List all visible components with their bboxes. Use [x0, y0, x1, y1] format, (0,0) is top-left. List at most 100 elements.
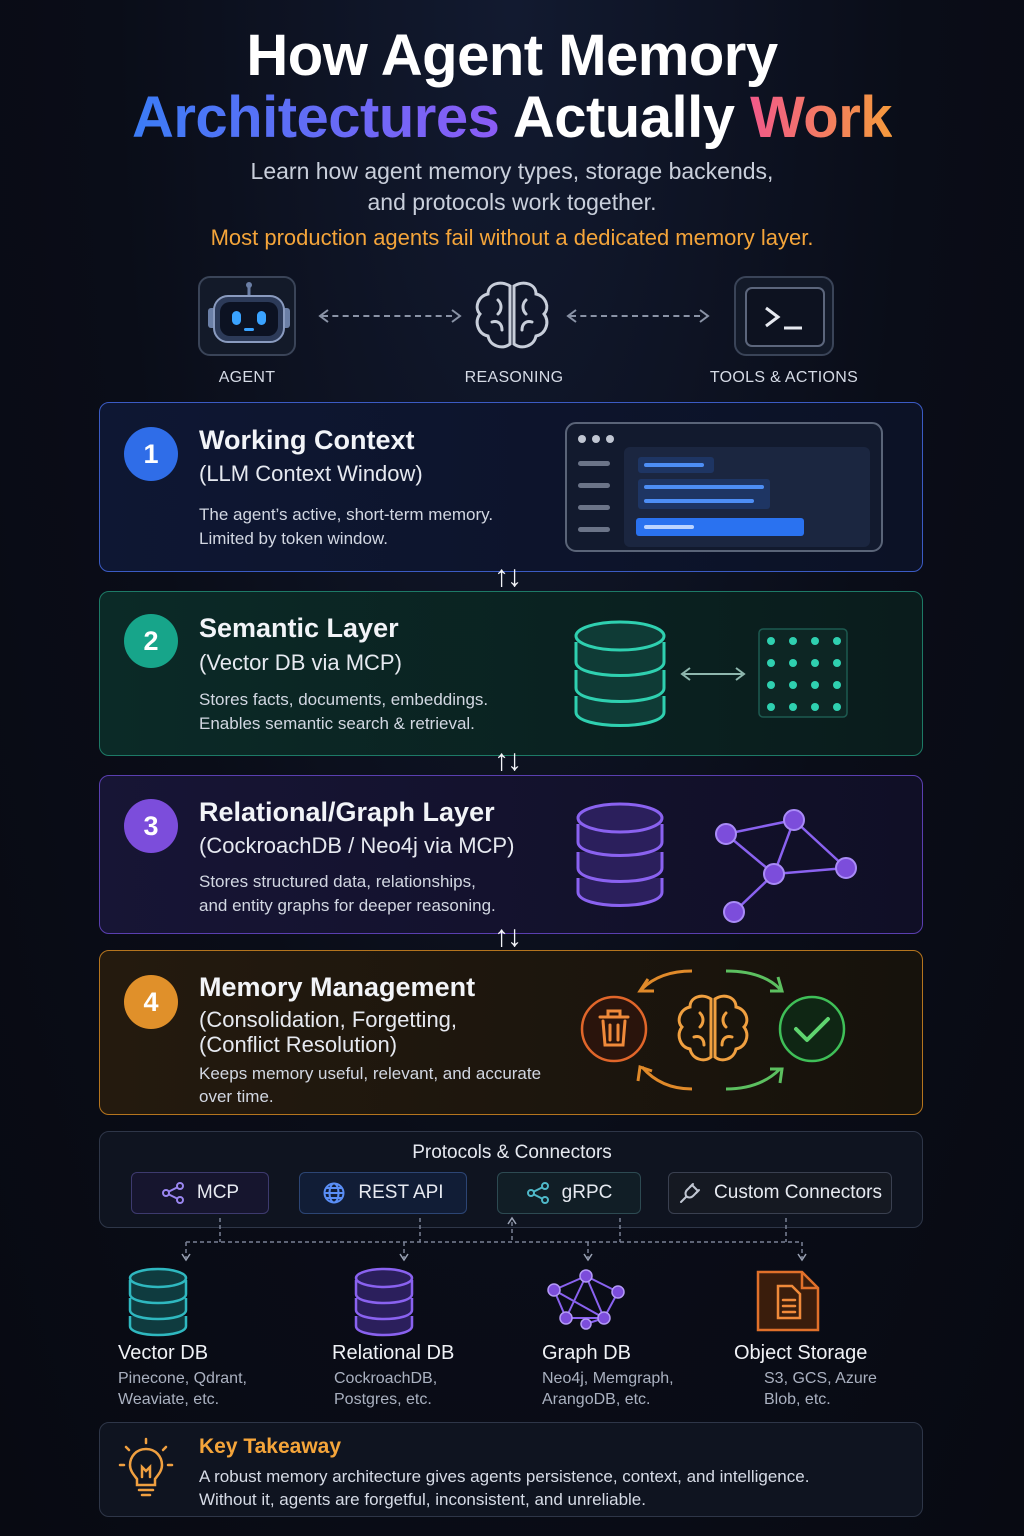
- context-window-icon: [565, 422, 883, 552]
- key-takeaway-panel: Key Takeaway A robust memory architectur…: [99, 1422, 923, 1517]
- share-icon: [161, 1182, 184, 1204]
- layer-subtitle: (Consolidation, Forgetting, (Conflict Re…: [199, 1007, 457, 1057]
- layer-title: Semantic Layer: [199, 613, 399, 643]
- layer-description-line2: over time.: [199, 1087, 274, 1106]
- layer-number-badge: 4: [124, 975, 178, 1029]
- lightbulb-icon: [118, 1437, 174, 1497]
- takeaway-line1: A robust memory architecture gives agent…: [199, 1467, 810, 1486]
- storage-examples-line2: ArangoDB, etc.: [542, 1391, 651, 1408]
- protocols-panel: Protocols & Connectors MCP REST API gRPC…: [99, 1131, 923, 1228]
- layer-description-line2: and entity graphs for deeper reasoning.: [199, 896, 496, 915]
- title-word-work: Work: [750, 85, 893, 150]
- layer-description-line1: Keeps memory useful, relevant, and accur…: [199, 1064, 542, 1083]
- layer-card-semantic: 2 Semantic Layer (Vector DB via MCP) Sto…: [99, 591, 923, 756]
- protocol-label: gRPC: [561, 1182, 613, 1203]
- database-icon: [128, 1267, 188, 1337]
- share-icon: [526, 1182, 549, 1204]
- double-arrow-icon: [566, 309, 710, 323]
- database-icon: [576, 802, 664, 907]
- subtitle: Learn how agent memory types, storage ba…: [0, 156, 1024, 218]
- protocol-label: Custom Connectors: [714, 1182, 882, 1203]
- storage-examples-line2: Blob, etc.: [764, 1391, 831, 1408]
- layer-description: Stores facts, documents, embeddings. Ena…: [199, 688, 488, 736]
- database-icon: [574, 620, 666, 727]
- terminal-icon: [745, 287, 825, 347]
- subtitle-line2: and protocols work together.: [367, 189, 657, 215]
- layer-description-line1: Stores facts, documents, embeddings.: [199, 690, 489, 709]
- globe-icon: [323, 1182, 345, 1204]
- layer-subtitle-line1: (Consolidation, Forgetting,: [199, 1007, 458, 1032]
- protocol-grpc[interactable]: gRPC: [497, 1172, 641, 1214]
- layer-title: Memory Management: [199, 972, 476, 1002]
- storage-examples-line1: Pinecone, Qdrant,: [118, 1370, 247, 1387]
- storage-title: Relational DB: [332, 1342, 455, 1364]
- tools-node: [734, 276, 834, 356]
- warning-text: Most production agents fail without a de…: [210, 225, 814, 250]
- storage-examples: S3, GCS, Azure Blob, etc.: [764, 1368, 877, 1410]
- memory-cycle-icon: [580, 969, 846, 1091]
- storage-vector-db: Vector DB Pinecone, Qdrant, Weaviate, et…: [118, 1266, 298, 1416]
- layer-card-relational-graph: 3 Relational/Graph Layer (CockroachDB / …: [99, 775, 923, 934]
- layer-connector-arrows: ↑↓: [494, 744, 522, 777]
- storage-graph-db: Graph DB Neo4j, Memgraph, ArangoDB, etc.: [540, 1266, 720, 1416]
- protocol-label: REST API: [358, 1182, 444, 1203]
- page-title-line1: How Agent Memory: [246, 23, 778, 88]
- title-word-architectures: Architectures: [131, 85, 500, 150]
- protocol-label: MCP: [196, 1182, 240, 1203]
- tools-label: TOOLS & ACTIONS: [709, 369, 859, 386]
- layer-description-line2: Enables semantic search & retrieval.: [199, 714, 475, 733]
- takeaway-title: Key Takeaway: [199, 1435, 342, 1458]
- layer-subtitle: (LLM Context Window): [199, 461, 423, 486]
- layer-subtitle: (CockroachDB / Neo4j via MCP): [199, 833, 515, 858]
- layer-subtitle-line2: (Conflict Resolution): [199, 1032, 398, 1057]
- protocol-rest-api[interactable]: REST API: [299, 1172, 467, 1214]
- layer-connector-arrows: ↑↓: [494, 560, 522, 593]
- layer-number-badge: 3: [124, 799, 178, 853]
- protocol-custom-connectors[interactable]: Custom Connectors: [668, 1172, 892, 1214]
- reasoning-tools-connector: [570, 315, 700, 317]
- layer-description-line1: The agent’s active, short-term memory.: [199, 505, 494, 524]
- layer-description: Keeps memory useful, relevant, and accur…: [199, 1062, 541, 1108]
- storage-examples: Pinecone, Qdrant, Weaviate, etc.: [118, 1368, 247, 1410]
- agent-node: [198, 276, 296, 356]
- storage-relational-db: Relational DB CockroachDB, Postgres, etc…: [332, 1266, 512, 1416]
- protocols-title: Protocols & Connectors: [412, 1142, 612, 1163]
- storage-examples-line1: CockroachDB,: [334, 1370, 438, 1387]
- layer-description-line2: Limited by token window.: [199, 529, 388, 548]
- reasoning-label: REASONING: [464, 369, 564, 386]
- storage-examples-line1: Neo4j, Memgraph,: [542, 1370, 674, 1387]
- layer-subtitle: (Vector DB via MCP): [199, 650, 402, 675]
- storage-examples-line2: Weaviate, etc.: [118, 1391, 220, 1408]
- layer-card-working-context: 1 Working Context (LLM Context Window) T…: [99, 402, 923, 572]
- graph-network-icon: [715, 809, 857, 923]
- storage-examples-line1: S3, GCS, Azure: [764, 1370, 877, 1387]
- layer-connector-arrows: ↑↓: [494, 920, 522, 953]
- subtitle-line1: Learn how agent memory types, storage ba…: [250, 158, 774, 184]
- page-title-line2: Architectures Actually Work: [0, 86, 1024, 150]
- database-icon: [354, 1267, 414, 1337]
- protocol-mcp[interactable]: MCP: [131, 1172, 269, 1214]
- agent-label: AGENT: [218, 369, 276, 386]
- layer-title: Working Context: [199, 425, 415, 455]
- layer-description: The agent’s active, short-term memory. L…: [199, 503, 493, 551]
- protocol-storage-connectors: [181, 1216, 807, 1262]
- brain-icon: [475, 281, 549, 349]
- document-icon: [756, 1270, 820, 1332]
- layer-title: Relational/Graph Layer: [199, 797, 495, 827]
- takeaway-line2: Without it, agents are forgetful, incons…: [199, 1490, 646, 1509]
- storage-examples-line2: Postgres, etc.: [334, 1391, 432, 1408]
- storage-object-storage: Object Storage S3, GCS, Azure Blob, etc.: [734, 1266, 914, 1416]
- robot-icon: [208, 282, 290, 343]
- storage-title: Object Storage: [734, 1342, 868, 1364]
- storage-examples: Neo4j, Memgraph, ArangoDB, etc.: [542, 1368, 674, 1410]
- layer-card-memory-management: 4 Memory Management (Consolidation, Forg…: [99, 950, 923, 1115]
- graph-network-icon: [547, 1269, 625, 1330]
- title-word-actually: Actually: [512, 85, 735, 150]
- storage-title: Graph DB: [542, 1342, 631, 1364]
- double-arrow-icon: [318, 309, 462, 323]
- layer-number-badge: 2: [124, 614, 178, 668]
- agent-reasoning-connector: [322, 315, 452, 317]
- plug-icon: [680, 1183, 701, 1203]
- takeaway-text: A robust memory architecture gives agent…: [199, 1465, 809, 1511]
- layer-description: Stores structured data, relationships, a…: [199, 870, 496, 918]
